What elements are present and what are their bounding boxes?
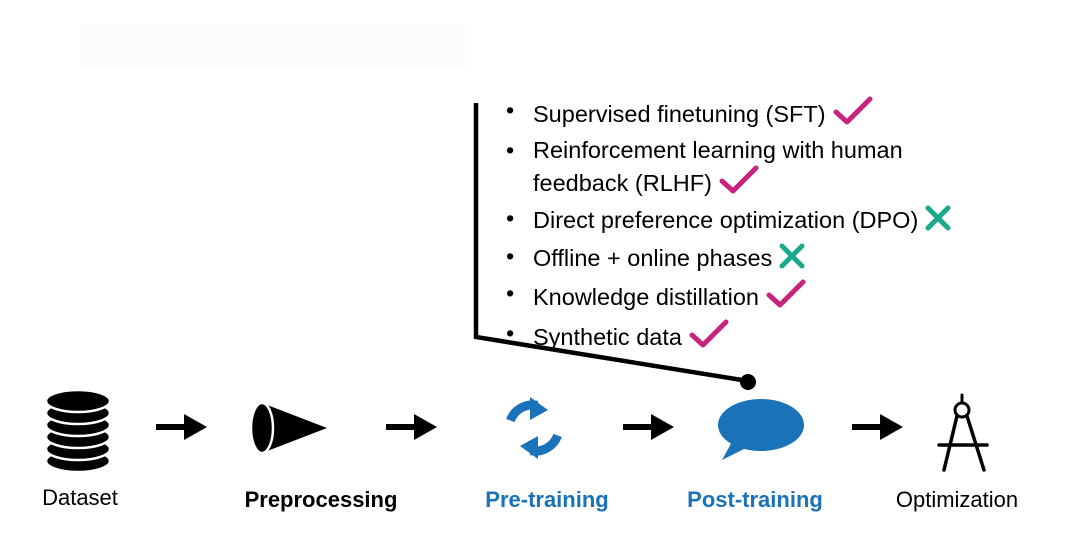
arrow-icon [852, 414, 903, 440]
list-item: Direct preference optimization (DPO) [506, 204, 952, 235]
arrow-icon [386, 414, 437, 440]
technique-text: Knowledge distillation [533, 284, 760, 310]
technique-text-line1: Reinforcement learning with human [533, 136, 903, 163]
technique-list: Supervised finetuning (SFT) Reinforcemen… [506, 96, 952, 358]
speech-bubble-icon [718, 399, 804, 460]
technique-text: Supervised finetuning (SFT) [533, 101, 826, 127]
cross-icon [925, 205, 951, 231]
technique-text: Synthetic data [533, 323, 682, 350]
list-item: Knowledge distillation [506, 279, 952, 312]
list-item: Synthetic data [506, 319, 952, 352]
stage-label-optimization: Optimization [895, 487, 1019, 512]
stage-label-dataset: Dataset [42, 485, 118, 510]
blurred-header-bar [80, 24, 465, 68]
list-item: Offline + online phases [506, 242, 952, 273]
arrow-icon [623, 414, 674, 440]
check-icon [719, 165, 759, 193]
list-item: Supervised finetuning (SFT) [506, 96, 952, 129]
stage-label-preprocessing: Preprocessing [244, 487, 398, 512]
technique-text-line2: feedback (RLHF) [533, 169, 712, 196]
arrow-icon [156, 414, 207, 440]
database-icon [44, 388, 112, 474]
cross-icon [779, 243, 805, 268]
stage-label-post-training: Post-training [687, 487, 823, 512]
check-icon [766, 279, 806, 308]
technique-text: Direct preference optimization (DPO) [533, 207, 919, 233]
technique-text: Offline + online phases [533, 244, 773, 271]
cone-icon [249, 401, 327, 455]
compass-icon [937, 393, 989, 472]
check-icon [833, 96, 873, 125]
stage-label-pre-training: Pre-training [485, 487, 609, 512]
list-item: Reinforcement learning with human feedba… [506, 136, 952, 198]
refresh-icon [506, 397, 562, 459]
check-icon [689, 319, 729, 347]
callout-connector [473, 103, 756, 390]
